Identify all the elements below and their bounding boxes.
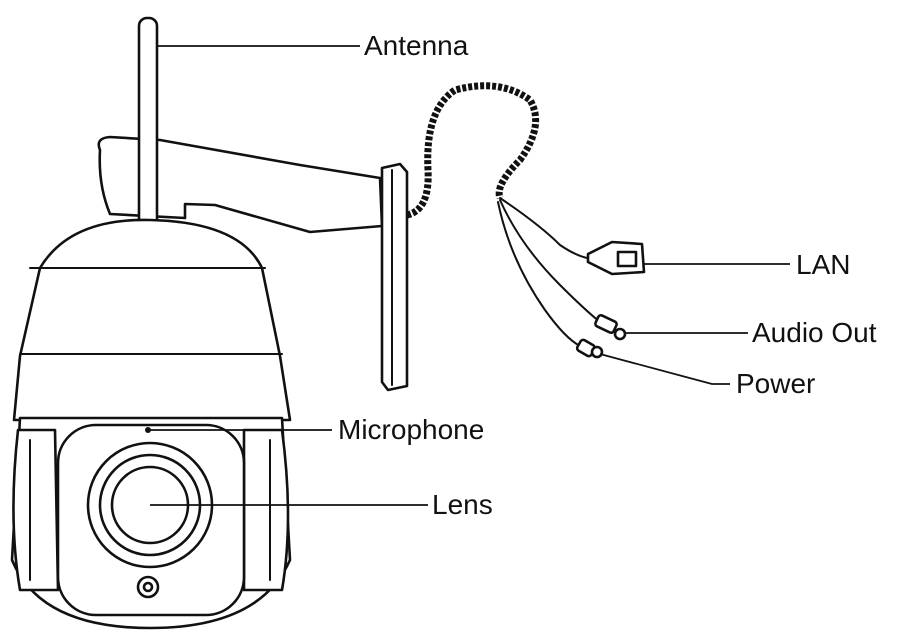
audio-cable (499, 199, 601, 323)
power-tip (590, 345, 604, 359)
microphone-dot (145, 427, 151, 433)
audio-tip (613, 327, 627, 341)
audio-connector (594, 314, 618, 334)
leader-power (599, 353, 730, 385)
main-cable (405, 82, 540, 219)
mount-arm (97, 135, 384, 234)
antenna (137, 16, 159, 242)
power-cable (497, 201, 581, 347)
wall-plate (380, 162, 409, 392)
side-right (242, 428, 290, 592)
camera-dome (12, 218, 292, 422)
lan-label: LAN (796, 249, 851, 280)
lan-port (616, 250, 638, 268)
lens-label: Lens (432, 489, 493, 520)
microphone-label: Microphone (338, 414, 485, 445)
side-left (12, 428, 60, 592)
power-label: Power (736, 368, 816, 399)
sensor-inner (142, 581, 154, 593)
audio-out-label: Audio Out (752, 317, 877, 348)
antenna-label: Antenna (364, 30, 469, 61)
